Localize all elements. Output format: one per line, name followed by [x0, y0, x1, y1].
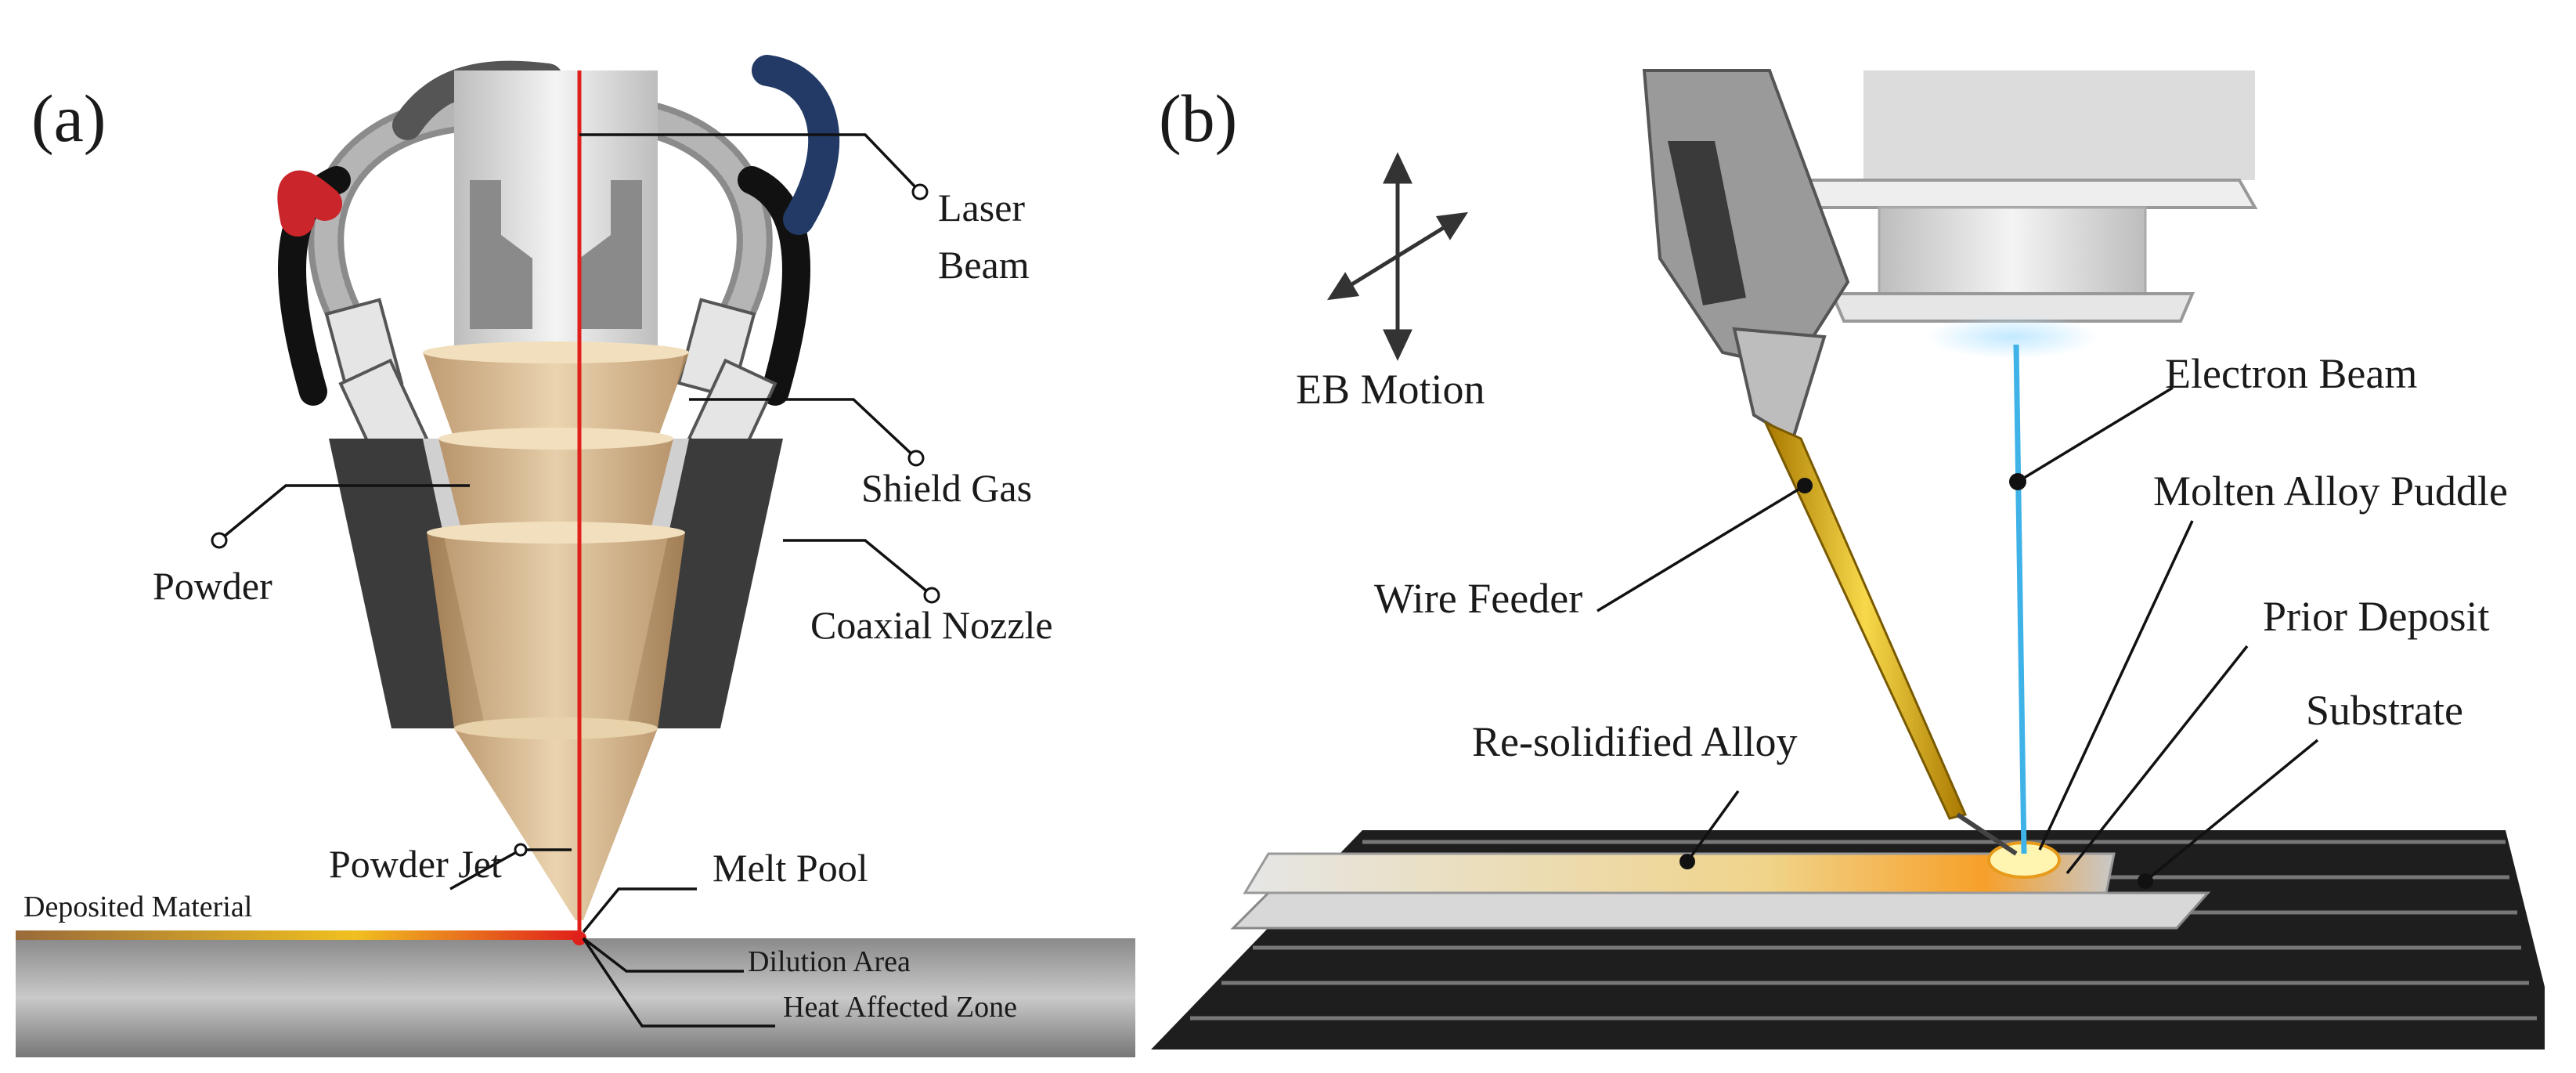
deposited-layer: [16, 930, 579, 940]
label-electron-beam: Electron Beam: [2165, 350, 2417, 397]
label-coaxial-nozzle: Coaxial Nozzle: [810, 603, 1053, 647]
leaders-a: [211, 133, 940, 1028]
powder-cone-3: [427, 533, 685, 728]
eb-motion-arrows: [1327, 152, 1468, 361]
cone-rim-4: [454, 717, 658, 739]
wire: [1956, 812, 2018, 856]
label-dilution-area: Dilution Area: [748, 945, 911, 978]
label-powder-jet: Powder Jet: [329, 842, 502, 886]
panel-a-letter: (a): [31, 81, 106, 156]
panel-a: (a): [16, 55, 1135, 1057]
label-prior-deposit: Prior Deposit: [2263, 593, 2490, 640]
label-molten-alloy-puddle: Molten Alloy Puddle: [2153, 468, 2508, 515]
label-melt-pool: Melt Pool: [713, 846, 868, 890]
label-beam: Beam: [938, 243, 1030, 287]
re-solidified-alloy-bar: [1243, 852, 2116, 894]
substrate-block: [16, 938, 1135, 1057]
label-deposited-material: Deposited Material: [23, 891, 252, 923]
panel-b: (b): [1151, 69, 2545, 1050]
label-re-solidified-alloy: Re-solidified Alloy: [1472, 718, 1797, 765]
wire-feeder-nozzle: [1762, 421, 1968, 820]
leaders-b: [1596, 386, 2319, 889]
label-shield-gas: Shield Gas: [861, 466, 1032, 510]
label-eb-motion: EB Motion: [1296, 366, 1485, 413]
head-bracket-left: [470, 180, 532, 329]
powder-cone-1: [423, 352, 689, 439]
electron-beam-gun: [1782, 70, 2258, 359]
head-bracket-right: [579, 180, 642, 329]
cone-rim-2: [438, 428, 673, 450]
feed-connectors: [324, 298, 777, 464]
melt-pool-point: [572, 931, 586, 945]
electron-beam-line: [2013, 344, 2027, 854]
label-laser: Laser: [938, 186, 1025, 229]
powder-cone-2: [438, 439, 673, 533]
label-powder: Powder: [153, 564, 272, 608]
label-substrate: Substrate: [2306, 687, 2463, 734]
wire-feeder-arm: [1642, 69, 1850, 442]
label-wire-feeder: Wire Feeder: [1374, 575, 1582, 622]
cone-rim-1: [423, 341, 689, 363]
powder-jet-cone: [454, 728, 658, 920]
panel-b-letter: (b): [1159, 81, 1237, 156]
label-heat-affected-zone: Heat Affected Zone: [783, 991, 1017, 1024]
cone-rim-3: [427, 522, 685, 544]
substrate-plate: [1230, 891, 2211, 930]
